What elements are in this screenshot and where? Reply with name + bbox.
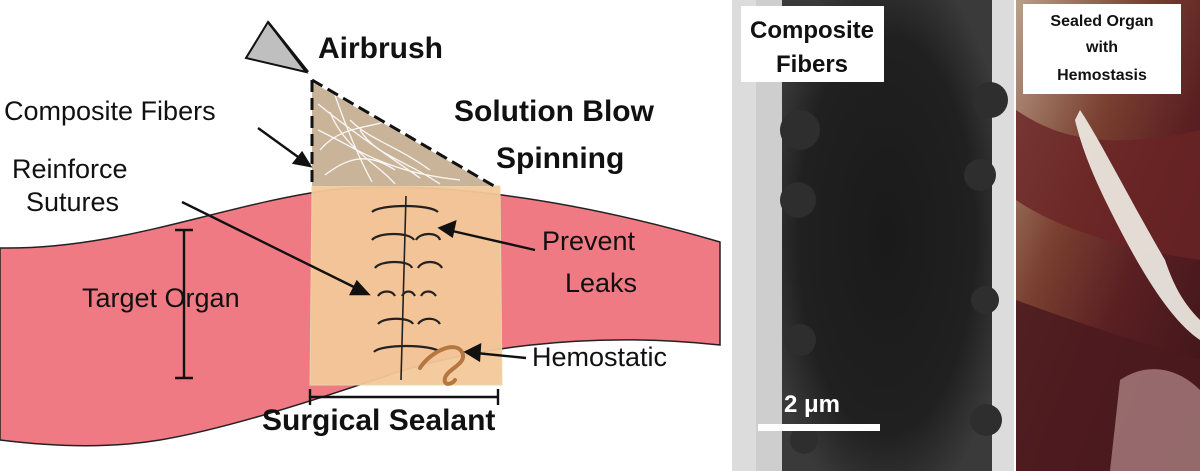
schematic-panel: Airbrush Composite Fibers Solution Blow … — [0, 20, 721, 447]
micrograph-panel: Composite Fibers 2 μm — [732, 0, 1014, 471]
nanoparticle-blobs — [780, 82, 1008, 454]
sutures — [371, 204, 443, 353]
incision-line — [400, 195, 407, 381]
organ-photo-panel: Sealed Organ with Hemostasis — [1016, 0, 1200, 471]
hemostatic-strand — [418, 345, 466, 386]
target-organ-label: Target Organ — [82, 283, 240, 313]
panel-separator — [1014, 0, 1017, 471]
composite-fibers-label: Composite Fibers — [4, 96, 216, 126]
spinning-label: Spinning — [496, 142, 624, 175]
pointer-arrows — [181, 127, 536, 363]
airbrush-label: Airbrush — [318, 32, 443, 65]
sealant-film — [1075, 110, 1200, 340]
leaks-label: Leaks — [565, 268, 637, 298]
fiber-strands — [317, 94, 461, 185]
prevent-label: Prevent — [542, 226, 636, 256]
photo-label-line2: with — [1085, 39, 1118, 56]
scale-bar — [758, 424, 880, 431]
organ-thickness-bracket — [175, 228, 193, 380]
airbrush-icon — [244, 20, 309, 74]
hemostatic-label: Hemostatic — [532, 342, 667, 372]
reinforce-label: Reinforce — [12, 154, 128, 184]
scale-bar-label: 2 μm — [784, 391, 840, 418]
surgical-sealant-label: Surgical Sealant — [262, 404, 495, 437]
sutures-label: Sutures — [26, 187, 119, 217]
micrograph-label-line2: Fibers — [776, 51, 848, 78]
photo-label-box — [1023, 4, 1181, 94]
micrograph-label-box — [741, 6, 884, 82]
photo-label-line3: Hemostasis — [1057, 67, 1147, 84]
photo-label-line1: Sealed Organ — [1050, 13, 1153, 30]
micrograph-label-line1: Composite — [750, 17, 874, 44]
fiber-mat — [312, 82, 492, 186]
sealant-width-bracket — [308, 389, 500, 405]
solution-blow-label: Solution Blow — [454, 95, 655, 128]
